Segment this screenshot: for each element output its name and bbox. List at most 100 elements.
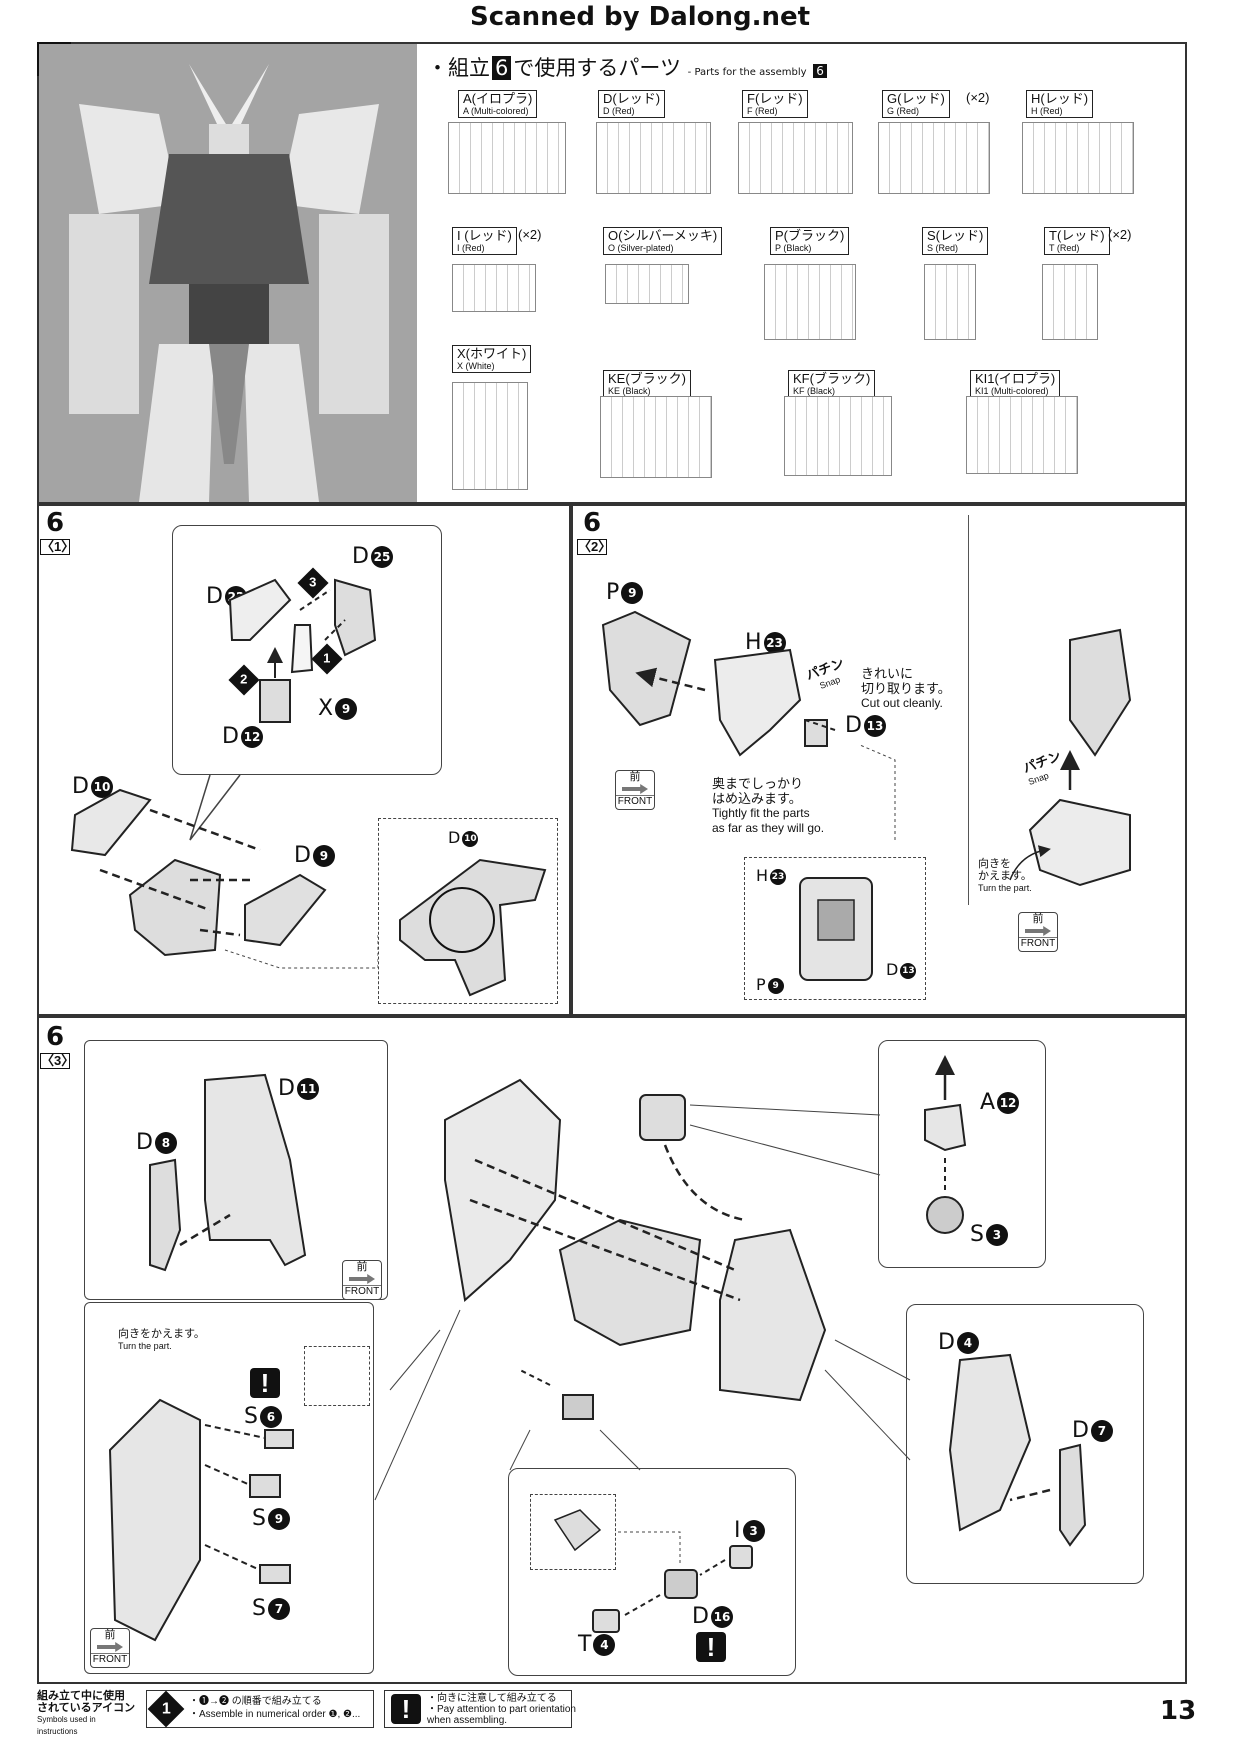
runner-label-jp: KE(ブラック) <box>608 371 687 386</box>
parts-title-jp: ・ <box>427 56 448 80</box>
runner-label: S(レッド)S (Red) <box>922 227 989 255</box>
runner-sprue-image <box>878 122 990 194</box>
runner-label-jp: F(レッド) <box>747 91 803 106</box>
runner-label-en: S (Red) <box>927 243 959 253</box>
runner-label-en: D (Red) <box>603 106 635 116</box>
runner-label-jp: S(レッド) <box>927 228 984 243</box>
runner-label-jp: X(ホワイト) <box>457 346 527 361</box>
runner-sprue-image <box>784 396 892 476</box>
page-number: 13 <box>1160 1696 1197 1726</box>
runner-label-jp: T(レッド) <box>1049 228 1105 243</box>
runner-label-en: H (Red) <box>1031 106 1063 116</box>
runner-sprue-image <box>738 122 853 194</box>
runner-label-jp: I (レッド) <box>457 228 512 243</box>
step2-divider <box>968 515 969 905</box>
runner-sprue-image <box>600 396 712 478</box>
runner-label: X(ホワイト)X (White) <box>452 345 532 373</box>
runner-label: P(ブラック)P (Black) <box>770 227 850 255</box>
runner-label: O(シルバーメッキ)O (Silver-plated) <box>603 227 723 255</box>
step3-right-top-callout <box>878 1040 1046 1268</box>
runner-label: H(レッド)H (Red) <box>1026 90 1094 118</box>
runner-label: T(レッド)T (Red) <box>1044 227 1110 255</box>
runner-label-en: KI1 (Multi-colored) <box>975 386 1049 396</box>
parts-title-jp1: 組立 <box>448 56 490 80</box>
robot-photo <box>39 44 417 502</box>
step1-badge: 6 <box>40 508 70 538</box>
runner-label-jp: O(シルバーメッキ) <box>608 228 718 243</box>
runner-label: KE(ブラック)KE (Black) <box>603 370 692 398</box>
runner-qty: (×2) <box>966 90 990 105</box>
step1-sub-badge: 〈1〉 <box>40 539 75 555</box>
runner-label: A(イロプラ)A (Multi-colored) <box>458 90 538 118</box>
runner-sprue-image <box>966 396 1078 474</box>
runner-label-en: KE (Black) <box>608 386 651 396</box>
s6-orientation-detail <box>304 1346 370 1406</box>
runner-qty: (×2) <box>518 227 542 242</box>
runner-sprue-image <box>605 264 689 304</box>
runner-label-jp: D(レッド) <box>603 91 661 106</box>
runner-label: KI1(イロプラ)KI1 (Multi-colored) <box>970 370 1061 398</box>
runner-label-en: X (White) <box>457 361 495 371</box>
parts-title-en: - Parts for the assembly <box>687 67 807 78</box>
runner-sprue-image <box>452 382 528 490</box>
parts-title-jp2: で使用するパーツ <box>513 56 681 80</box>
runner-label-en: G (Red) <box>887 106 920 116</box>
footer-legend: 組み立て中に使用 されているアイコン Symbols used in instr… <box>37 1690 137 1738</box>
runner-label-en: F (Red) <box>747 106 778 116</box>
runner-label-jp: KI1(イロプラ) <box>975 371 1056 386</box>
runner-label: G(レッド)G (Red) <box>882 90 950 118</box>
orientation-warning-icon: ! <box>391 1694 421 1724</box>
runner-label: KF(ブラック)KF (Black) <box>788 370 876 398</box>
runner-label: I (レッド)I (Red) <box>452 227 517 255</box>
runner-label: F(レッド)F (Red) <box>742 90 808 118</box>
runner-label-en: P (Black) <box>775 243 812 253</box>
footer-icon-orientation: ! ・向きに注意して組み立てる・Pay attention to part or… <box>384 1690 576 1728</box>
runner-label-jp: KF(ブラック) <box>793 371 871 386</box>
runner-label-jp: A(イロプラ) <box>463 91 533 106</box>
turn-note-step3: 向きをかえます。Turn the part. <box>118 1328 205 1351</box>
turn-note-step2: 向きをかえます。Turn the part. <box>978 858 1032 893</box>
numbered-step-icon: 1 <box>147 1690 185 1728</box>
runner-sprue-image <box>764 264 856 340</box>
runner-sprue-image <box>924 264 976 340</box>
scan-credit: Scanned by Dalong.net <box>470 2 811 32</box>
legend-jp1: 組み立て中に使用 <box>37 1690 125 1702</box>
runner-label: D(レッド)D (Red) <box>598 90 666 118</box>
runner-label-jp: G(レッド) <box>887 91 945 106</box>
legend-jp2: されているアイコン <box>37 1702 136 1714</box>
runner-sprue-image <box>1022 122 1134 194</box>
orientation-text: ・向きに注意して組み立てる・Pay attention to part orie… <box>427 1693 576 1726</box>
runner-sprue-image <box>452 264 536 312</box>
runner-label-en: T (Red) <box>1049 243 1080 253</box>
legend-en: Symbols used in instructions <box>37 1715 96 1736</box>
step3-badge: 6 <box>40 1022 70 1052</box>
